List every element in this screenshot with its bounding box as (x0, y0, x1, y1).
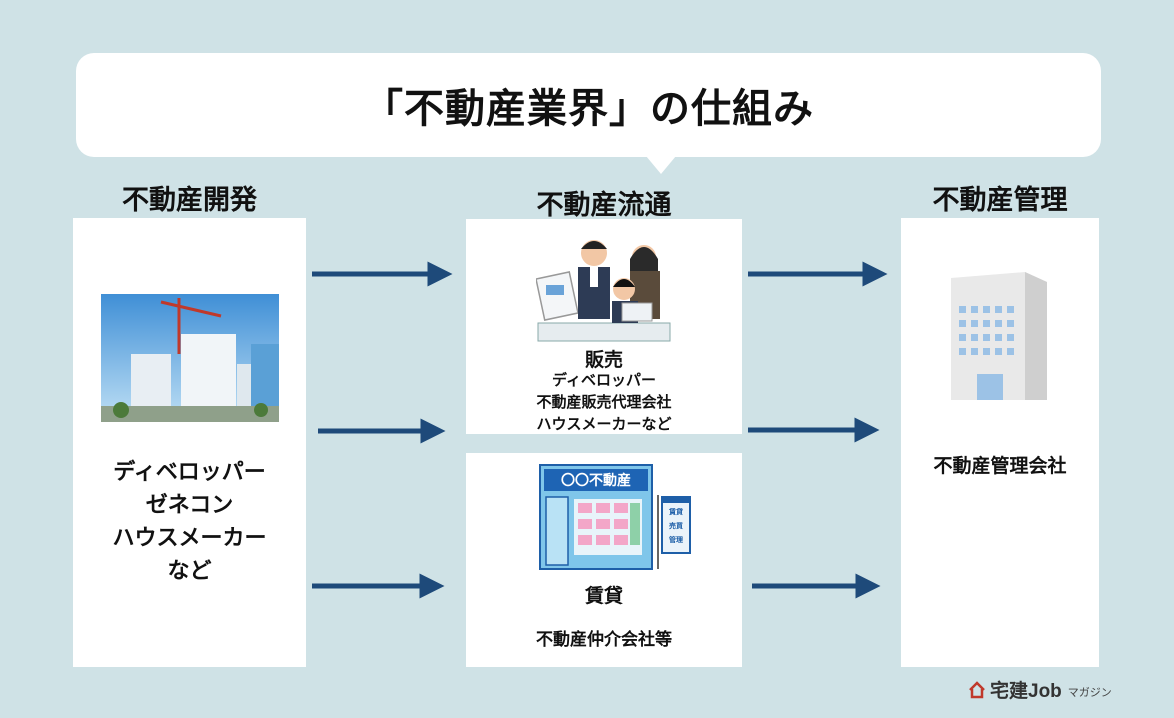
header-development: 不動産開発 (122, 185, 257, 216)
real-estate-shop-illustration (539, 464, 691, 570)
brand-name: 宅建Job (990, 681, 1062, 702)
header-distribution: 不動産流通 (536, 190, 672, 221)
title-bubble: 「不動産業界」の仕組み (76, 53, 1101, 174)
construction-site-image (101, 294, 279, 422)
shop-banner: 賃貸 売買 管理 (662, 505, 690, 547)
header-management: 不動産管理 (932, 185, 1068, 216)
banner-item: 管理 (669, 536, 683, 544)
brand-sub: マガジン (1067, 687, 1112, 699)
rental-box: 〇〇不動産 賃貸 売買 管理 賃貸 不動産仲介会社等 (466, 453, 742, 667)
sales-box: 販売 ディベロッパー 不動産販売代理会社 ハウスメーカーなど (466, 219, 742, 434)
sales-meeting-illustration (536, 240, 671, 342)
list-item: ディベロッパー (552, 371, 656, 389)
list-item: ゼネコン (145, 493, 234, 518)
diagram-title: 「不動産業界」の仕組み (363, 86, 814, 132)
office-building-icon (951, 272, 1047, 400)
management-box: 不動産管理会社 (901, 218, 1099, 667)
management-companies: 不動産管理会社 (933, 455, 1067, 477)
sales-heading: 販売 (584, 349, 623, 371)
list-item: ディベロッパー (113, 460, 266, 485)
sales-companies: ディベロッパー 不動産販売代理会社 ハウスメーカーなど (466, 369, 742, 435)
development-companies: ディベロッパー ゼネコン ハウスメーカー など (73, 456, 306, 588)
brand-logo: 宅建Job マガジン (968, 676, 1112, 703)
list-item: 不動産販売代理会社 (536, 393, 672, 411)
development-box: ディベロッパー ゼネコン ハウスメーカー など (73, 218, 306, 667)
shop-sign: 〇〇不動産 (561, 473, 631, 489)
house-icon (969, 680, 985, 698)
banner-item: 賃貸 (669, 508, 683, 516)
rental-heading: 賃貸 (584, 585, 623, 607)
banner-item: 売買 (669, 522, 683, 530)
list-item: ハウスメーカーなど (536, 415, 672, 433)
list-item: ハウスメーカー (112, 526, 267, 551)
list-item: など (167, 559, 212, 584)
rental-companies: 不動産仲介会社等 (536, 630, 672, 650)
